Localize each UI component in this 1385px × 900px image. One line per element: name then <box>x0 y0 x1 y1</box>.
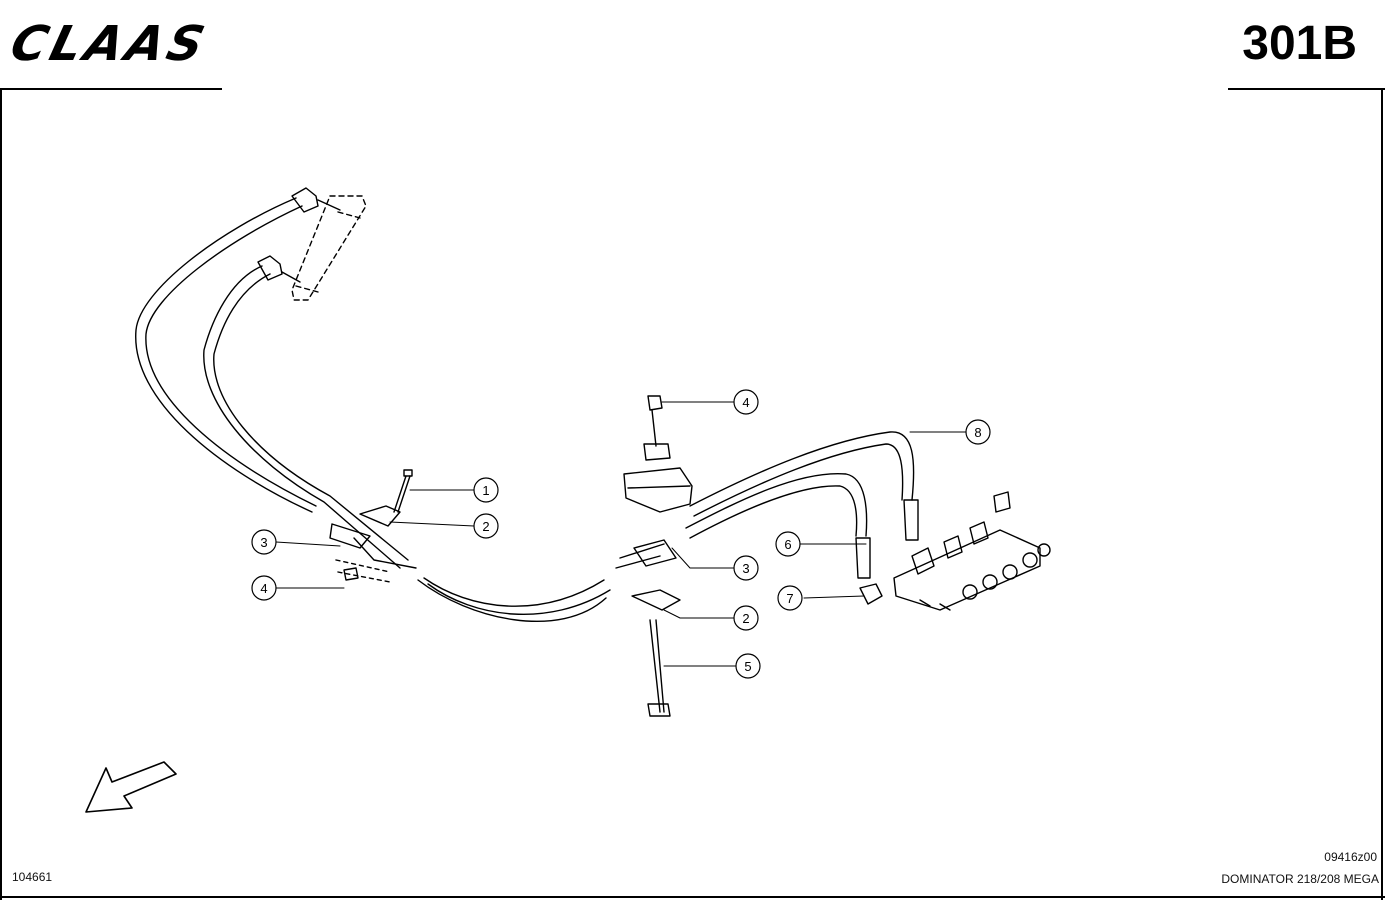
figure-code: 09416z00 <box>1324 850 1377 864</box>
control-valve-block <box>893 491 1051 611</box>
hose-lower-long <box>417 577 611 623</box>
arrow-down-left-icon <box>85 761 177 813</box>
svg-text:7: 7 <box>786 591 793 606</box>
upper-hose-fittings <box>257 187 341 283</box>
frame-top-left-vertical <box>0 88 2 900</box>
hose-right-middle-6 <box>685 472 868 539</box>
callout-8: 8 <box>965 419 991 445</box>
callout-4-right: 4 <box>733 389 759 415</box>
page-code-underline <box>1228 88 1385 90</box>
logo-underline <box>0 88 222 90</box>
svg-text:5: 5 <box>744 659 751 674</box>
hose-outer-left <box>135 197 317 513</box>
frame-right-vertical <box>1381 88 1383 900</box>
clamp-left-guides <box>335 559 391 583</box>
svg-text:2: 2 <box>482 519 489 534</box>
callout-4-left: 4 <box>251 575 277 601</box>
model-name: DOMINATOR 218/208 MEGA <box>1221 872 1379 886</box>
callout-leaders <box>275 401 967 667</box>
callout-6: 6 <box>775 531 801 557</box>
callout-3-left: 3 <box>251 529 277 555</box>
hose-right-upper-8 <box>689 431 915 517</box>
callout-3-right: 3 <box>733 555 759 581</box>
valve-outline-dashed <box>291 195 367 301</box>
hose-end-fittings <box>855 499 919 605</box>
clamp-left-assembly <box>329 469 417 581</box>
callout-1: 1 <box>473 477 499 503</box>
svg-text:3: 3 <box>260 535 267 550</box>
svg-text:4: 4 <box>742 395 749 410</box>
page-code: 301B <box>1242 17 1357 70</box>
callout-5: 5 <box>735 653 761 679</box>
svg-text:3: 3 <box>742 561 749 576</box>
callout-markers: 1 2 3 4 4 8 6 <box>251 389 991 679</box>
drawing-number: 104661 <box>12 870 53 884</box>
frame-bottom <box>0 896 1385 898</box>
callout-2-left: 2 <box>473 513 499 539</box>
svg-text:1: 1 <box>482 483 489 498</box>
callout-2-right: 2 <box>733 605 759 631</box>
svg-text:4: 4 <box>260 581 267 596</box>
callout-7: 7 <box>777 585 803 611</box>
svg-text:2: 2 <box>742 611 749 626</box>
clamp-right-assembly <box>615 395 693 717</box>
hose-inner-left <box>203 265 409 569</box>
svg-text:8: 8 <box>974 425 981 440</box>
svg-text:6: 6 <box>784 537 791 552</box>
